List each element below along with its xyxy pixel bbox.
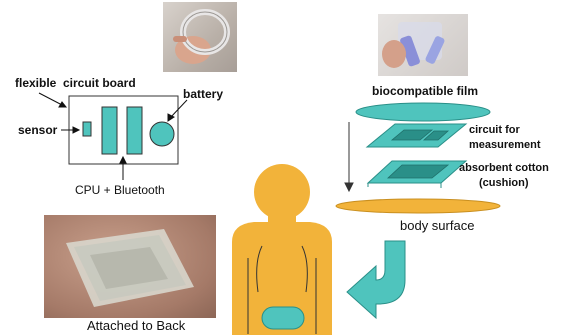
absorbent-cotton-layer bbox=[368, 161, 466, 188]
curved-attach-arrow bbox=[347, 241, 405, 318]
battery-component bbox=[150, 122, 174, 146]
cpu-bluetooth-label: CPU + Bluetooth bbox=[75, 183, 165, 197]
body-surface-label: body surface bbox=[400, 218, 474, 233]
circuit-label-line1: circuit for bbox=[469, 124, 520, 136]
cotton-label-line1: absorbent cotton bbox=[459, 162, 549, 174]
photo-caption: Attached to Back bbox=[87, 318, 185, 333]
flexible-arrow bbox=[39, 93, 66, 107]
sensor-label: sensor bbox=[18, 123, 57, 137]
biocompatible-film-layer bbox=[356, 103, 490, 121]
stack-down-arrow bbox=[345, 122, 353, 191]
flexible-label: flexible bbox=[15, 76, 56, 90]
cotton-label-line2: (cushion) bbox=[479, 177, 529, 189]
back-patch bbox=[262, 307, 304, 329]
biocompatible-film-label: biocompatible film bbox=[372, 84, 478, 98]
body-surface-layer bbox=[336, 199, 500, 213]
cpu-chip-2 bbox=[127, 107, 142, 154]
sensor-component bbox=[83, 122, 91, 136]
circuit-layer bbox=[367, 124, 466, 147]
circuit-label-line2: measurement bbox=[469, 139, 541, 151]
circuit-board-label: circuit board bbox=[63, 76, 136, 90]
cpu-arrow bbox=[120, 157, 126, 180]
cpu-chip-1 bbox=[102, 107, 117, 154]
battery-label: battery bbox=[183, 87, 223, 101]
